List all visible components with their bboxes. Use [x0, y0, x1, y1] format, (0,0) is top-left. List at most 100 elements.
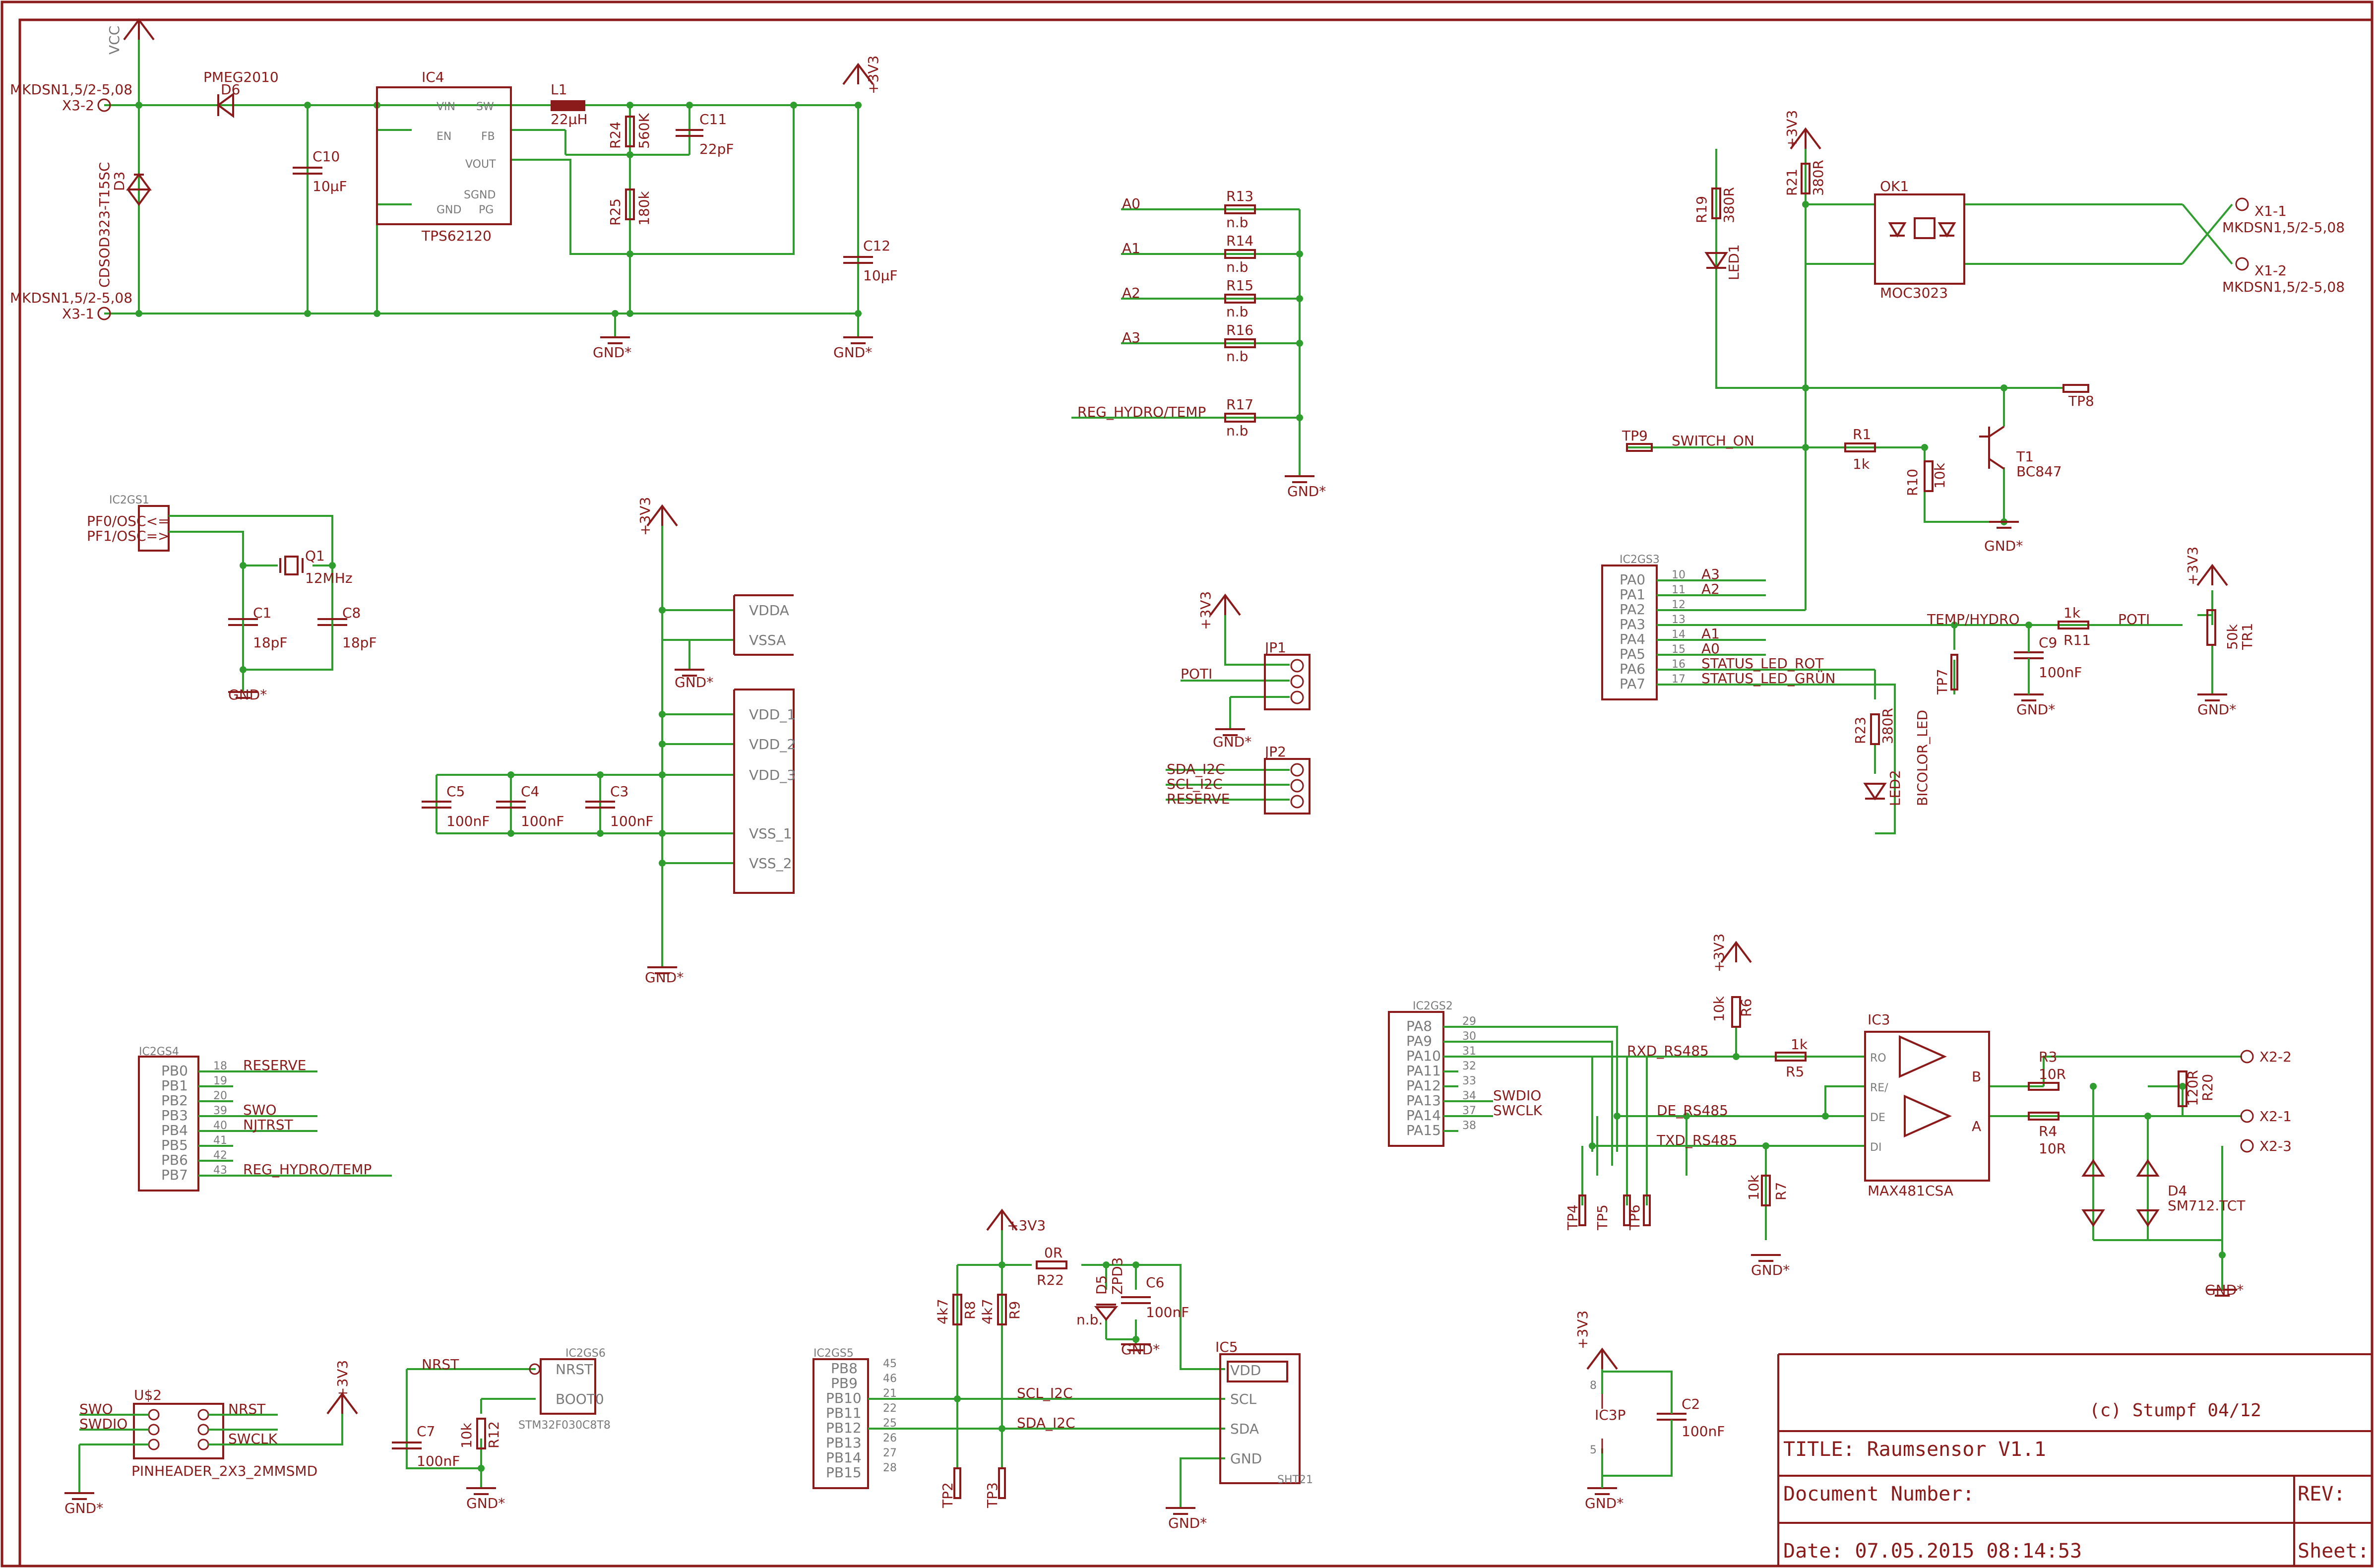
pb-pin: PB8	[831, 1360, 858, 1377]
porta-num: 12	[1672, 599, 1686, 611]
porta-net: A2	[1701, 581, 1720, 597]
port-b-section: IC2GS4 PB0 PB1 PB2 PB3 PB4 PB5 PB6 PB7 1…	[138, 1046, 392, 1192]
sensor-section: IC2GS5 PB8 PB9 PB10 PB11 PB12 PB13 PB14 …	[812, 1208, 1313, 1531]
ic4-en: EN	[437, 130, 451, 143]
gnd-label: GND*	[1751, 1262, 1790, 1278]
vss2-label: VSS_2	[749, 855, 792, 872]
r13-value: n.b	[1226, 214, 1248, 231]
pb-pin: PB2	[161, 1092, 188, 1109]
d4-label: D4	[2168, 1183, 2187, 1199]
pb-pin: PB3	[161, 1107, 188, 1124]
net-de: DE_RS485	[1657, 1102, 1728, 1119]
tp6-label: TP6	[1626, 1204, 1643, 1231]
pb-pin: PB6	[161, 1152, 188, 1168]
ic3-value: MAX481CSA	[1868, 1183, 1953, 1199]
v33-label: +3V3	[1007, 1217, 1046, 1234]
x3-2-conn: MKDSN1,5/2-5,08	[10, 81, 132, 98]
v33-label: +3V3	[637, 497, 653, 536]
pb-num: 45	[883, 1358, 897, 1370]
gnd-label: GND*	[1213, 734, 1251, 750]
r20-value: 120R	[2185, 1070, 2201, 1106]
net-switch-on: SWITCH_ON	[1672, 433, 1754, 449]
power-supply-section: VCC PMEG2010 D6 MKDSN1,5/2-5,08 X3-2 MKD…	[10, 18, 898, 361]
pb-num: 40	[213, 1120, 227, 1132]
r15-value: n.b	[1226, 304, 1248, 320]
porta-pin: PA5	[1620, 646, 1645, 662]
pa-pin: PA11	[1406, 1063, 1441, 1079]
net-a0: A0	[1122, 195, 1140, 212]
c6-value: 100nF	[1146, 1304, 1189, 1320]
ic3-label: IC3	[1868, 1011, 1890, 1028]
ic4-vin: VIN	[437, 101, 455, 113]
jumper-section: +3V3 JP1 POTI GND* JP2 SDA_I2C SCL_I2C R…	[1166, 591, 1311, 815]
rs485-section: IC2GS2 PA8 PA9 PA10 PA11 PA12 PA13 PA14 …	[1388, 934, 2292, 1298]
r4-label: R4	[2039, 1123, 2057, 1139]
d6-value: PMEG2010	[203, 69, 279, 85]
c7-label: C7	[417, 1423, 435, 1440]
gnd-label: GND*	[2205, 1282, 2244, 1298]
ic4-label: IC4	[422, 69, 444, 85]
ic4-sw: SW	[476, 101, 494, 113]
r7-value: 10k	[1746, 1174, 1762, 1200]
jp2-label: JP2	[1264, 744, 1286, 760]
porta-num: 14	[1672, 628, 1686, 641]
net-swdio: SWDIO	[79, 1416, 127, 1432]
pb-pin: PB11	[826, 1405, 862, 1421]
r22-value: 0R	[1044, 1245, 1062, 1261]
pa-num: 30	[1462, 1030, 1476, 1043]
gnd-label: GND*	[833, 344, 872, 361]
pa-num: 32	[1462, 1060, 1476, 1072]
tp4-label: TP4	[1564, 1204, 1581, 1231]
v33-label: +3V3	[334, 1360, 351, 1399]
porta-pin: PA6	[1620, 661, 1645, 677]
r9-label: R9	[1006, 1301, 1023, 1319]
d6-label: D6	[221, 81, 240, 98]
gnd-label: GND*	[1168, 1515, 1207, 1531]
r8-value: 4k7	[935, 1299, 951, 1324]
r1-value: 1k	[1853, 456, 1870, 472]
l1-label: L1	[551, 81, 567, 98]
net-scl: SCL_I2C	[1017, 1385, 1073, 1401]
r3-value: 10R	[2039, 1066, 2066, 1082]
ic5-vdd: VDD	[1230, 1362, 1261, 1379]
d5-value: ZPD3	[1109, 1257, 1125, 1295]
pb-num: 20	[213, 1090, 227, 1102]
net-sda: SDA_I2C	[1017, 1415, 1075, 1431]
x1-1-label: X1-1	[2254, 203, 2287, 219]
r9-value: 4k7	[979, 1299, 996, 1324]
pa-pin: PA8	[1406, 1018, 1432, 1034]
portb-ic-label: IC2GS4	[139, 1046, 179, 1058]
date: Date: 07.05.2015 08:14:53	[1783, 1540, 2082, 1563]
c2-label: C2	[1682, 1396, 1700, 1412]
x3-1-label: X3-1	[62, 306, 94, 322]
net-swclk: SWCLK	[1493, 1102, 1543, 1119]
r14-label: R14	[1226, 233, 1253, 249]
porta-ic-label: IC2GS3	[1620, 554, 1660, 566]
us2-label: U$2	[134, 1387, 162, 1403]
mcu-supply-section: +3V3 VDDA VSSA VDD_1 VDD_2 VDD_3 VSS_1 V…	[422, 497, 796, 986]
pa-pin: PA9	[1406, 1033, 1432, 1049]
r19-label: R19	[1693, 196, 1710, 223]
pb-num: 46	[883, 1373, 897, 1385]
pa-pin: PA15	[1406, 1122, 1441, 1138]
r19-value: 380R	[1721, 187, 1737, 223]
ic3p-pin5: 5	[1590, 1444, 1597, 1456]
porta-num: 17	[1672, 673, 1686, 686]
pa-num: 29	[1462, 1015, 1476, 1028]
porta-num: 16	[1672, 658, 1686, 671]
d3-value: CDSOD323-T15SC	[96, 162, 113, 288]
r24-label: R24	[607, 122, 624, 149]
porta-pin: PA1	[1620, 586, 1645, 603]
r24-value: 560K	[636, 113, 652, 149]
r5-value: 1k	[1791, 1036, 1808, 1053]
porta-pin: PA2	[1620, 601, 1645, 618]
ic4-fb: FB	[481, 130, 495, 143]
pb-num: 18	[213, 1060, 227, 1072]
r12-value: 10k	[458, 1422, 475, 1448]
vssa-label: VSSA	[749, 632, 786, 648]
r1-label: R1	[1853, 426, 1871, 442]
r15-label: R15	[1226, 277, 1253, 294]
tr1-label: TR1	[2239, 623, 2255, 650]
pb-pin: PB12	[826, 1420, 862, 1436]
